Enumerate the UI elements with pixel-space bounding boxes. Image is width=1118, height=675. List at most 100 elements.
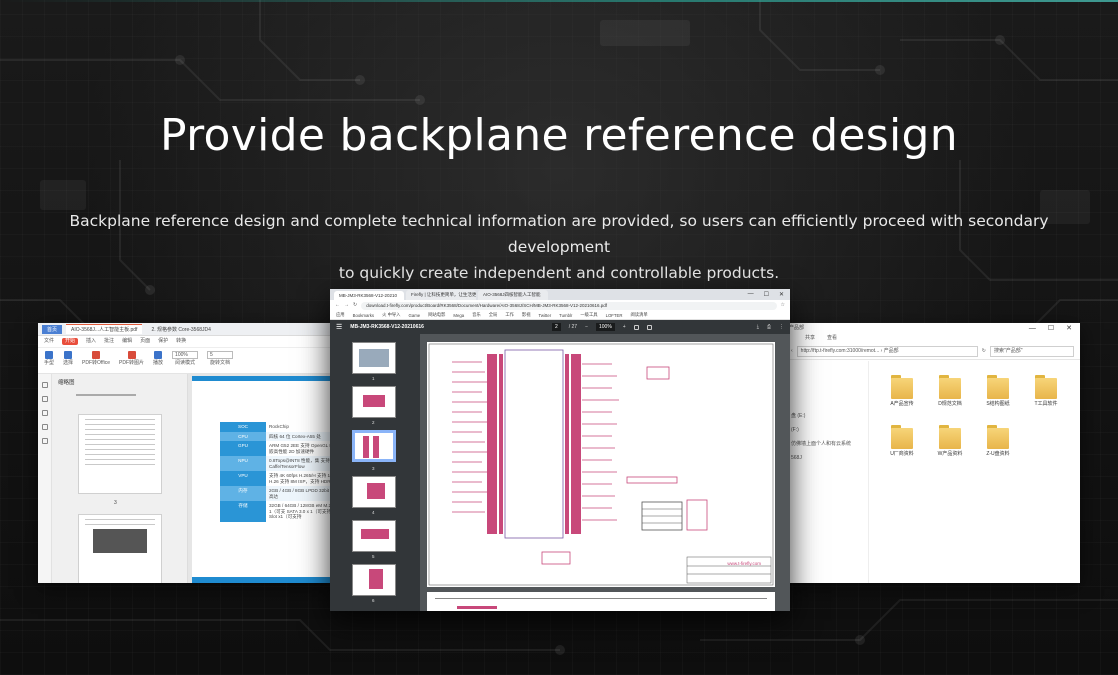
print-icon[interactable]: ⎙ (766, 323, 771, 330)
folder-item[interactable]: A产品宣传 (881, 373, 923, 407)
folder-item[interactable]: T工具软件 (1025, 373, 1067, 407)
close-icon[interactable]: ✕ (1066, 324, 1072, 332)
tab-schematic-pdf[interactable]: MB-JM3-RK3568-V12-20210 (334, 291, 404, 300)
minimize-icon[interactable]: — (1028, 324, 1036, 332)
menu-page[interactable]: 页面 (140, 338, 151, 344)
address-bar[interactable]: http://ftp.t-firefly.com:31000/remot... … (796, 346, 978, 357)
ribbon-share[interactable]: 共享 (805, 335, 816, 341)
minimize-icon[interactable]: — (747, 291, 754, 297)
bookmark-item[interactable]: Twitter (538, 312, 552, 318)
folder-label: S结构图纸 (986, 401, 1010, 407)
menu-edit[interactable]: 编辑 (122, 338, 133, 344)
explorer-ribbon: 共享 查看 (785, 333, 1080, 344)
pdf-thumbnail[interactable] (352, 520, 396, 552)
tab-aio-pdf[interactable]: AIO-3568J...人工智能主板.pdf (66, 324, 143, 334)
folder-item[interactable]: W产品资料 (929, 423, 971, 457)
thumbnail-icon[interactable] (41, 396, 48, 402)
zoom-out-icon[interactable]: − (585, 323, 588, 330)
reload-icon[interactable]: ↻ (353, 302, 358, 308)
tab-spec-pdf[interactable]: 2. 规格参数 Core-3568JD4 (151, 326, 211, 333)
bookmark-item[interactable]: 全局 (488, 312, 498, 317)
menu-convert[interactable]: 转换 (176, 338, 187, 344)
bookmark-item[interactable]: LOFTER (605, 312, 623, 318)
menu-annotate[interactable]: 批注 (104, 338, 115, 344)
menu-start[interactable]: 开始 (62, 338, 79, 345)
tool-pdf-to-office[interactable]: PDF转Office (82, 351, 110, 367)
back-icon[interactable]: ← (335, 302, 340, 308)
page-title: Provide backplane reference design (160, 110, 958, 161)
maximize-icon[interactable]: ☐ (1047, 324, 1055, 332)
description-line-1: Backplane reference design and complete … (69, 212, 1049, 256)
search-icon[interactable] (41, 438, 48, 444)
bookmark-item[interactable]: 一级工具 (580, 312, 598, 317)
page-input[interactable]: 5 (207, 351, 234, 359)
refresh-icon[interactable]: ↻ (981, 348, 986, 354)
attachment-icon[interactable] (41, 424, 48, 430)
pdf-thumbnail[interactable] (352, 564, 396, 596)
folder-label: D规范文档 (938, 401, 962, 407)
tool-play[interactable]: 播放 (153, 351, 163, 367)
thumbnail-zoom-slider[interactable] (76, 394, 136, 396)
zoom-level[interactable]: 100% (595, 323, 615, 331)
bookmark-icon[interactable] (41, 382, 48, 388)
star-icon[interactable]: ☆ (780, 302, 785, 308)
bookmark-item[interactable]: Tumblr (559, 312, 573, 318)
bookmark-item[interactable]: 阅读清单 (630, 312, 648, 317)
fit-page-icon[interactable] (633, 324, 639, 330)
menu-insert[interactable]: 插入 (86, 338, 97, 344)
url-bar[interactable]: download.t-firefly.com/product/Board/RK3… (361, 301, 777, 310)
zoom-in-icon[interactable]: + (622, 323, 626, 330)
pdf-thumbnail[interactable] (352, 476, 396, 508)
bookmark-item[interactable]: Mega (453, 312, 465, 318)
close-icon[interactable]: ✕ (778, 292, 784, 298)
bookmark-item[interactable]: 音乐 (472, 312, 481, 317)
more-icon[interactable]: ⋮ (779, 323, 784, 330)
zoom-input[interactable]: 100% (172, 351, 199, 359)
bookmark-item[interactable]: Bookmarks (352, 312, 375, 318)
bookmark-item[interactable]: 应用 (336, 312, 345, 317)
tab-home[interactable]: 首页 (42, 324, 63, 334)
tool-pdf-to-image[interactable]: PDF转图片 (119, 351, 144, 367)
thumbnail-page-4[interactable] (78, 514, 162, 583)
pdf-thumbnail-selected[interactable] (352, 430, 396, 462)
search-input[interactable]: 搜索"产品部" (990, 346, 1074, 357)
nav-back-icon[interactable]: ‹ (791, 348, 793, 354)
tab-aio[interactable]: AIO-3568J四核智能人工智能 (478, 290, 548, 300)
nav-item-568j[interactable]: 568J (791, 455, 802, 461)
bookmark-item[interactable]: 火 中导入 (382, 312, 401, 317)
pdf-thumbnail[interactable] (352, 342, 396, 374)
bookmark-item[interactable]: 网站电影 (428, 312, 446, 317)
bookmark-item[interactable]: Game (408, 312, 421, 318)
tab-firefly[interactable]: Firefly | 让科技更简单，让生活更 (406, 290, 476, 300)
pdf-thumbnail[interactable] (352, 386, 396, 418)
nav-drive-f[interactable]: (F:) (791, 427, 799, 433)
nav-item-cloud[interactable]: 仿佛墙上面个人和有云系统 (791, 441, 852, 447)
folder-item[interactable]: S结构图纸 (977, 373, 1019, 407)
folder-item[interactable]: D规范文档 (929, 373, 971, 407)
folder-item[interactable]: U厂商资料 (881, 423, 923, 457)
page-number-input[interactable]: 2 (551, 323, 561, 331)
ribbon-view[interactable]: 查看 (827, 335, 838, 341)
bookmark-item[interactable]: 影视 (521, 312, 531, 317)
page-header-bar (192, 376, 338, 381)
thumb-number: 6 (372, 598, 375, 603)
menu-icon[interactable]: ☰ (336, 324, 343, 331)
menu-protect[interactable]: 保护 (158, 338, 169, 344)
forward-icon[interactable]: → (344, 302, 349, 308)
tool-read-mode[interactable]: 100%阅读模式 (172, 351, 199, 367)
bookmark-item[interactable]: 工作 (505, 312, 514, 317)
maximize-icon[interactable]: ☐ (763, 292, 769, 298)
tool-select[interactable]: 选择 (63, 351, 73, 367)
tool-hand[interactable]: 手型 (44, 351, 54, 367)
spec-value: ARM G52 2EE 支持 OpenGL ES 1.1/2.0 内嵌高性能 2… (269, 443, 338, 454)
menu-file[interactable]: 文件 (44, 338, 55, 344)
download-icon[interactable]: ⤓ (756, 323, 759, 330)
folder-item[interactable]: Z-U盘资料 (977, 423, 1019, 457)
comment-icon[interactable] (41, 410, 48, 416)
nav-drive-e[interactable]: 盘 (E:) (791, 413, 806, 419)
thumbnail-page-3[interactable] (78, 414, 162, 494)
rotate-icon[interactable] (646, 324, 652, 330)
